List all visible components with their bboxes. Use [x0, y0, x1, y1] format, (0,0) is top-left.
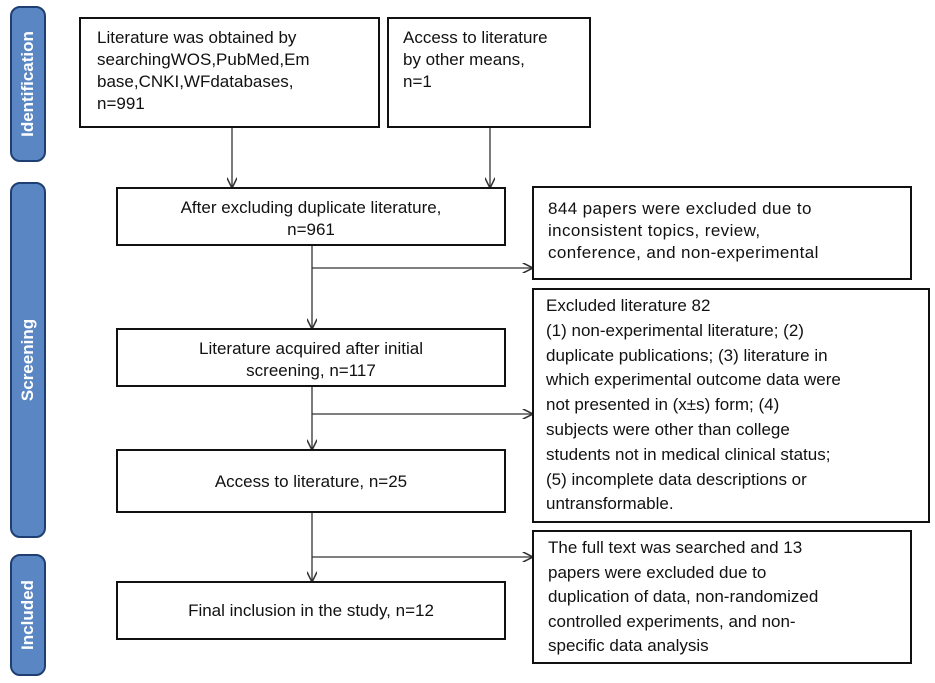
box-other-means: Access to literature by other means, n=1 — [387, 17, 591, 128]
box-exclusion-3-text: The full text was searched and 13 papers… — [548, 538, 819, 655]
box-exclusion-1-text: 844 papers were excluded due to inconsis… — [548, 199, 819, 262]
box-exclusion-3: The full text was searched and 13 papers… — [532, 530, 912, 664]
phase-included: Included — [10, 554, 46, 676]
box-after-dedup-text: After excluding duplicate literature, n=… — [180, 198, 442, 239]
phase-included-label: Included — [18, 580, 37, 650]
box-initial-screening-text: Literature acquired after initial screen… — [199, 339, 423, 380]
phase-screening-label: Screening — [18, 318, 37, 402]
box-exclusion-1: 844 papers were excluded due to inconsis… — [532, 186, 912, 280]
box-database-search-text: Literature was obtained by searchingWOS,… — [97, 28, 310, 113]
box-initial-screening: Literature acquired after initial screen… — [116, 328, 506, 387]
phase-screening: Screening — [10, 182, 46, 538]
box-after-dedup: After excluding duplicate literature, n=… — [116, 187, 506, 246]
box-access-literature-text: Access to literature, n=25 — [214, 472, 408, 491]
box-database-search: Literature was obtained by searchingWOS,… — [79, 17, 380, 128]
phase-identification-label: Identification — [18, 31, 37, 137]
box-access-literature: Access to literature, n=25 — [116, 449, 506, 513]
phase-identification: Identification — [10, 6, 46, 162]
box-final-inclusion: Final inclusion in the study, n=12 — [116, 581, 506, 640]
box-other-means-text: Access to literature by other means, n=1 — [403, 28, 548, 91]
box-exclusion-2: Excluded literature 82 (1) non-experimen… — [532, 288, 930, 523]
box-exclusion-2-text: Excluded literature 82 (1) non-experimen… — [546, 296, 841, 514]
box-final-inclusion-text: Final inclusion in the study, n=12 — [188, 601, 434, 620]
